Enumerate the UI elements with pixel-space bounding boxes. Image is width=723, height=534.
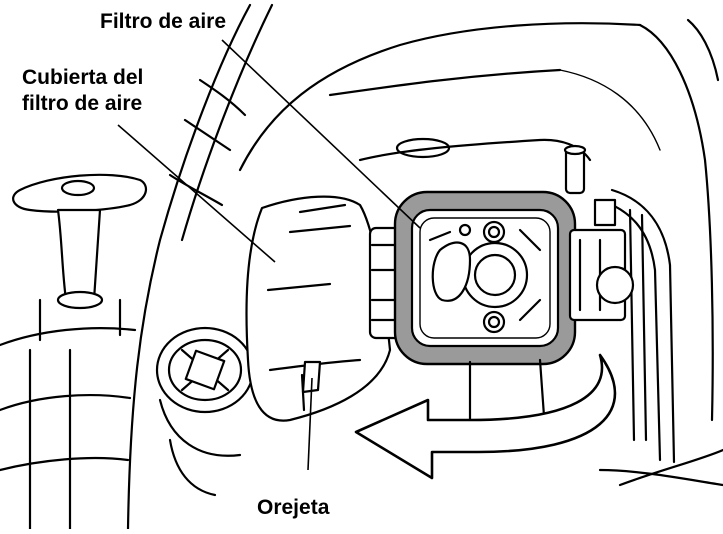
label-air-filter: Filtro de aire [100, 10, 227, 33]
cover-tab [301, 360, 322, 394]
label-tab: Orejeta [257, 496, 330, 519]
leader-lines [117, 39, 421, 471]
label-air-filter-cover-line1: Cubierta del [22, 66, 144, 89]
leader-air-filter [221, 39, 421, 229]
rotation-arrow [354, 353, 617, 480]
handle-body [0, 3, 274, 531]
starter-grip [12, 173, 148, 342]
label-air-filter-cover-line2: filtro de aire [22, 92, 143, 115]
fuel-lines [563, 144, 676, 464]
leader-tab [307, 377, 313, 471]
air-filter-cover [245, 195, 392, 422]
fuel-cap [155, 326, 255, 497]
housing-port [395, 137, 451, 159]
engine-housing [238, 18, 723, 487]
air-filter-assembly [368, 190, 635, 447]
leader-air-filter-cover [117, 124, 276, 263]
